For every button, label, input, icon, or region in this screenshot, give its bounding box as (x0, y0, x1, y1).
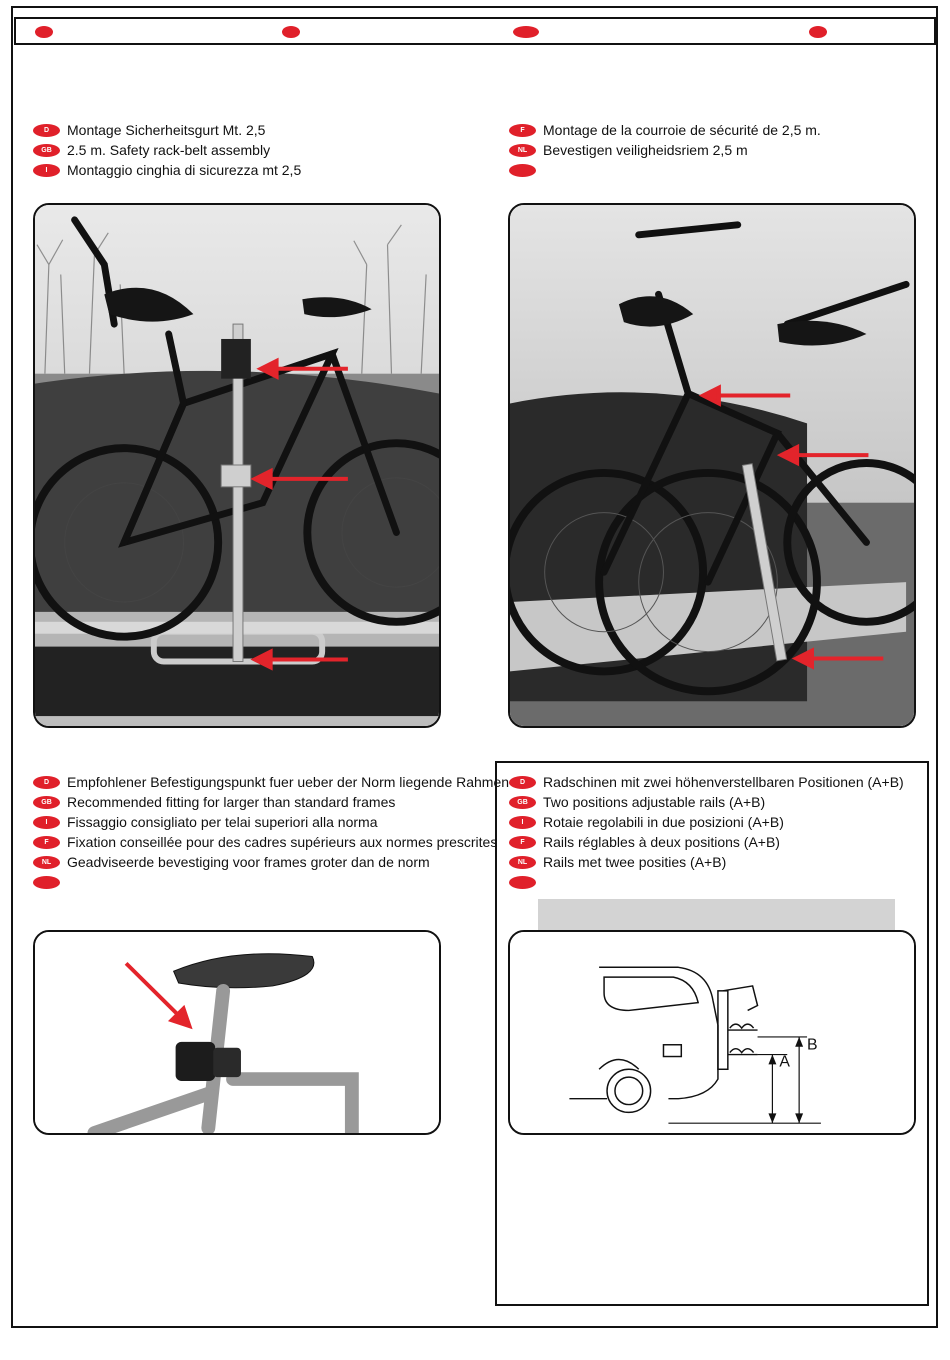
rail-height-diagram: A B (508, 930, 916, 1135)
caption-text: Fissaggio consigliato per telai superior… (67, 814, 378, 830)
caption-row: F Montage de la courroie de sécurité de 2… (509, 120, 821, 140)
adjustable-rails-panel (495, 761, 929, 1306)
seatpost-fitting-photo (33, 930, 441, 1135)
language-badge: F (509, 835, 536, 849)
bike-rack-photo-2 (508, 203, 916, 728)
caption-row: NL Bevestigen veiligheidsriem 2,5 m (509, 140, 821, 160)
header-language-dot (282, 26, 300, 38)
language-badge (509, 163, 536, 177)
caption-text: Empfohlener Befestigungspunkt fuer ueber… (67, 774, 510, 790)
language-header-bar (14, 17, 936, 45)
caption-text: Montaggio cinghia di sicurezza mt 2,5 (67, 162, 302, 178)
caption-row (509, 160, 821, 180)
language-badge: D (33, 123, 60, 137)
caption-row: F Rails réglables à deux positions (A+B) (509, 832, 904, 852)
caption-text: Rails met twee posities (A+B) (543, 854, 727, 870)
language-badge: NL (33, 855, 60, 869)
language-badge: NL (509, 855, 536, 869)
caption-row: NL Rails met twee posities (A+B) (509, 852, 904, 872)
bike-rack-photo-1 (33, 203, 441, 728)
caption-text: Bevestigen veiligheidsriem 2,5 m (543, 142, 748, 158)
language-badge: D (33, 775, 60, 789)
header-language-dot (809, 26, 827, 38)
caption-text: Radschinen mit zwei höhenverstellbaren P… (543, 774, 904, 790)
caption-row: NL Geadviseerde bevestiging voor frames g… (33, 852, 509, 872)
language-badge: GB (33, 143, 60, 157)
adjustable-rails-caption-list: D Radschinen mit zwei höhenverstellbaren … (509, 772, 904, 892)
language-badge: F (33, 835, 60, 849)
caption-text: Montage Sicherheitsgurt Mt. 2,5 (67, 122, 266, 138)
caption-row: GB 2.5 m. Safety rack-belt assembly (33, 140, 301, 160)
caption-text: Geadviseerde bevestiging voor frames gro… (67, 854, 430, 870)
caption-text: Fixation conseillée pour des cadres supé… (67, 834, 498, 850)
language-badge: NL (509, 143, 536, 157)
safety-belt-caption-list-2: F Montage de la courroie de sécurité de 2… (509, 120, 821, 180)
language-badge: I (33, 815, 60, 829)
caption-row: D Radschinen mit zwei höhenverstellbaren … (509, 772, 904, 792)
frame-fitting-caption-list: D Empfohlener Befestigungspunkt fuer uebe… (33, 772, 509, 892)
caption-row (33, 872, 509, 892)
language-badge: I (509, 815, 536, 829)
caption-row: D Empfohlener Befestigungspunkt fuer uebe… (33, 772, 509, 792)
caption-text: Montage de la courroie de sécurité de 2,… (543, 122, 821, 138)
rail-label-b: B (807, 1037, 818, 1054)
language-badge: F (509, 123, 536, 137)
header-language-dot (35, 26, 53, 38)
caption-text: Two positions adjustable rails (A+B) (543, 794, 766, 810)
caption-row: F Fixation conseillée pour des cadres sup… (33, 832, 509, 852)
caption-row (509, 872, 904, 892)
header-language-dot (513, 26, 539, 38)
caption-row: I Fissaggio consigliato per telai superio… (33, 812, 509, 832)
language-badge: GB (509, 795, 536, 809)
caption-row: GB Recommended fitting for larger than st… (33, 792, 509, 812)
caption-text: Rails réglables à deux positions (A+B) (543, 834, 780, 850)
language-badge: D (509, 775, 536, 789)
caption-row: GB Two positions adjustable rails (A+B) (509, 792, 904, 812)
safety-belt-caption-list: D Montage Sicherheitsgurt Mt. 2,5 GB 2.5 m… (33, 120, 301, 180)
caption-row: I Montaggio cinghia di sicurezza mt 2,5 (33, 160, 301, 180)
caption-row: I Rotaie regolabili in due posizioni (A+B… (509, 812, 904, 832)
caption-row: D Montage Sicherheitsgurt Mt. 2,5 (33, 120, 301, 140)
caption-text: Rotaie regolabili in due posizioni (A+B) (543, 814, 784, 830)
rail-label-a: A (779, 1053, 790, 1070)
language-badge: I (33, 163, 60, 177)
caption-text: Recommended fitting for larger than stan… (67, 794, 396, 810)
page-frame (11, 6, 938, 1328)
language-badge (33, 875, 60, 889)
language-badge (509, 875, 536, 889)
caption-text: 2.5 m. Safety rack-belt assembly (67, 142, 271, 158)
language-badge: GB (33, 795, 60, 809)
